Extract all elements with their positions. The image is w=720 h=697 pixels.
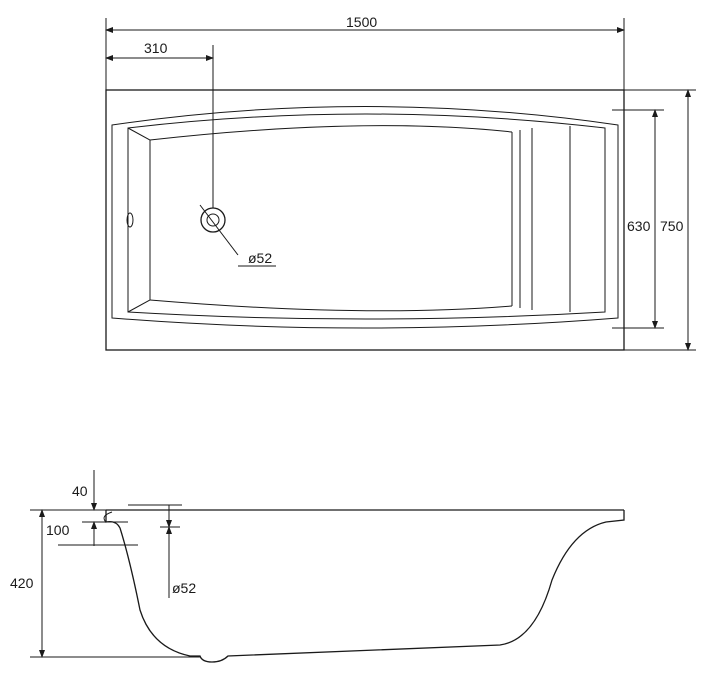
head-end-panel [127,127,151,313]
tub-inner-rim-curve [103,511,113,523]
drain-leader [199,204,239,256]
tub-inner-basin [111,106,619,329]
basin-inner-edge [127,113,606,320]
top-view: ø52 1500 310 630 750 [105,14,696,351]
inner-width-label: 630 [627,218,651,234]
outer-width-label: 750 [660,218,684,234]
tub-side-profile [105,510,625,663]
drain-diameter-label: ø52 [248,250,272,266]
drain-offset-label: 310 [144,40,168,56]
side-view: 40 100 420 ø52 [10,470,625,663]
tub-outer-rim [105,89,625,351]
height-label: 420 [10,575,34,591]
length-label: 1500 [346,14,377,30]
overflow-diameter-label: ø52 [172,580,196,596]
overflow-hole-top [126,212,134,228]
head-end-slope [149,125,513,312]
rim-label: 40 [72,483,88,499]
overflow-label: 100 [46,522,70,538]
foot-end-panel [511,126,571,312]
